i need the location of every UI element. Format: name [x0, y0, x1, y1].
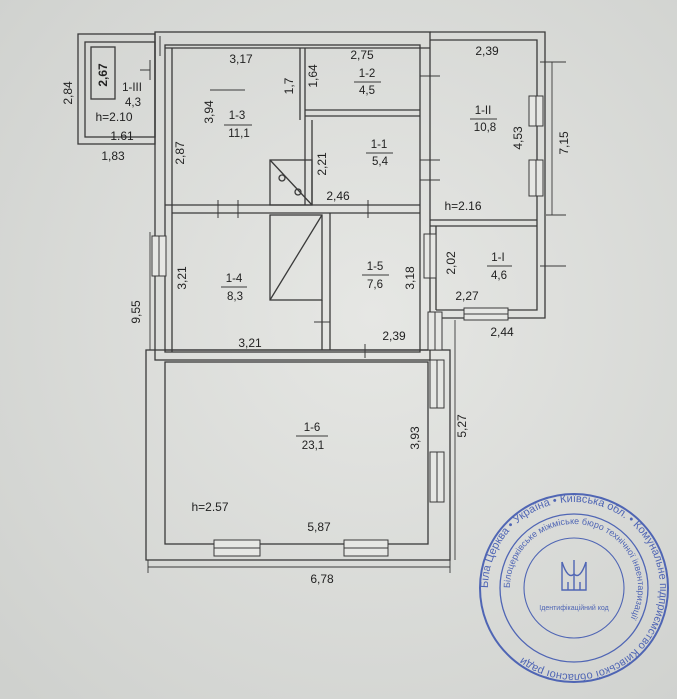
room-1-II-id: 1-II [475, 105, 492, 117]
dim-3-17: 3,17 [229, 52, 253, 66]
dim-7-15: 7,15 [557, 131, 571, 155]
room-1-6-height: h=2.57 [191, 500, 228, 514]
room-1-6-area: 23,1 [302, 440, 324, 452]
room-1-II-area: 10,8 [474, 122, 496, 134]
dim-2-02: 2,02 [444, 251, 458, 275]
dim-2-39-mid: 2,39 [382, 329, 406, 343]
room-1-5-id: 1-5 [367, 261, 384, 273]
room-1-3-id: 1-3 [229, 110, 246, 122]
room-1-4-area: 8,3 [227, 291, 243, 303]
dim-5-27: 5,27 [455, 414, 469, 438]
dim-2-87: 2,87 [173, 141, 187, 165]
dim-3-94: 3,94 [202, 100, 216, 124]
room-1-4-id: 1-4 [226, 273, 243, 285]
room-1-1-area: 5,4 [372, 156, 389, 168]
room-1-III-height: h=2.10 [95, 110, 132, 124]
dim-2-44: 2,44 [490, 325, 514, 339]
dim-3-21-h: 3,21 [238, 336, 262, 350]
dim-2-67: 2,67 [96, 63, 110, 87]
room-1-1-id: 1-1 [371, 139, 388, 151]
dim-4-53: 4,53 [511, 126, 525, 150]
dim-1-61: 1.61 [110, 129, 134, 143]
dim-3-18: 3,18 [403, 266, 417, 290]
dim-1-7: 1,7 [282, 77, 296, 94]
room-1-6-id: 1-6 [304, 422, 321, 434]
dim-2-75: 2,75 [350, 48, 374, 62]
dim-2-39-top: 2,39 [475, 44, 499, 58]
dim-5-87: 5,87 [307, 520, 331, 534]
trident-emblem-icon [561, 560, 587, 591]
dim-1-83: 1,83 [101, 149, 125, 163]
dim-3-93: 3,93 [408, 426, 422, 450]
room-1-2-id: 1-2 [359, 68, 376, 80]
room-1-III-id: 1-III [122, 82, 142, 94]
dim-3-21-v: 3,21 [175, 266, 189, 290]
wall-ticks [140, 36, 440, 358]
windows [151, 95, 544, 557]
dim-2-46: 2,46 [326, 189, 350, 203]
room-1-2-area: 4,5 [359, 85, 375, 97]
room-labels: 1-III 4,3 h=2.10 1-3 11,1 1-2 4,5 1-1 5,… [95, 68, 512, 514]
dim-2-84: 2,84 [61, 81, 75, 105]
room-1-3-area: 11,1 [228, 128, 250, 140]
dim-2-21: 2,21 [315, 152, 329, 176]
dimension-lines [78, 61, 566, 573]
dim-1-64: 1,64 [306, 64, 320, 88]
room-1-5-area: 7,6 [367, 279, 383, 291]
room-1-I-area: 4,6 [491, 270, 507, 282]
room-1-II-height: h=2.16 [444, 199, 481, 213]
stamp-center-text: Ідентифікаційний код [539, 604, 608, 612]
room-1-III-area: 4,3 [125, 97, 141, 109]
dim-6-78: 6,78 [310, 572, 334, 586]
room-1-I-id: 1-I [491, 252, 504, 264]
dim-2-27: 2,27 [455, 289, 479, 303]
dimension-labels: 2,84 2,67 1.61 1,83 3,17 3,94 2,87 1,7 2… [61, 44, 571, 586]
dim-9-55: 9,55 [129, 300, 143, 324]
